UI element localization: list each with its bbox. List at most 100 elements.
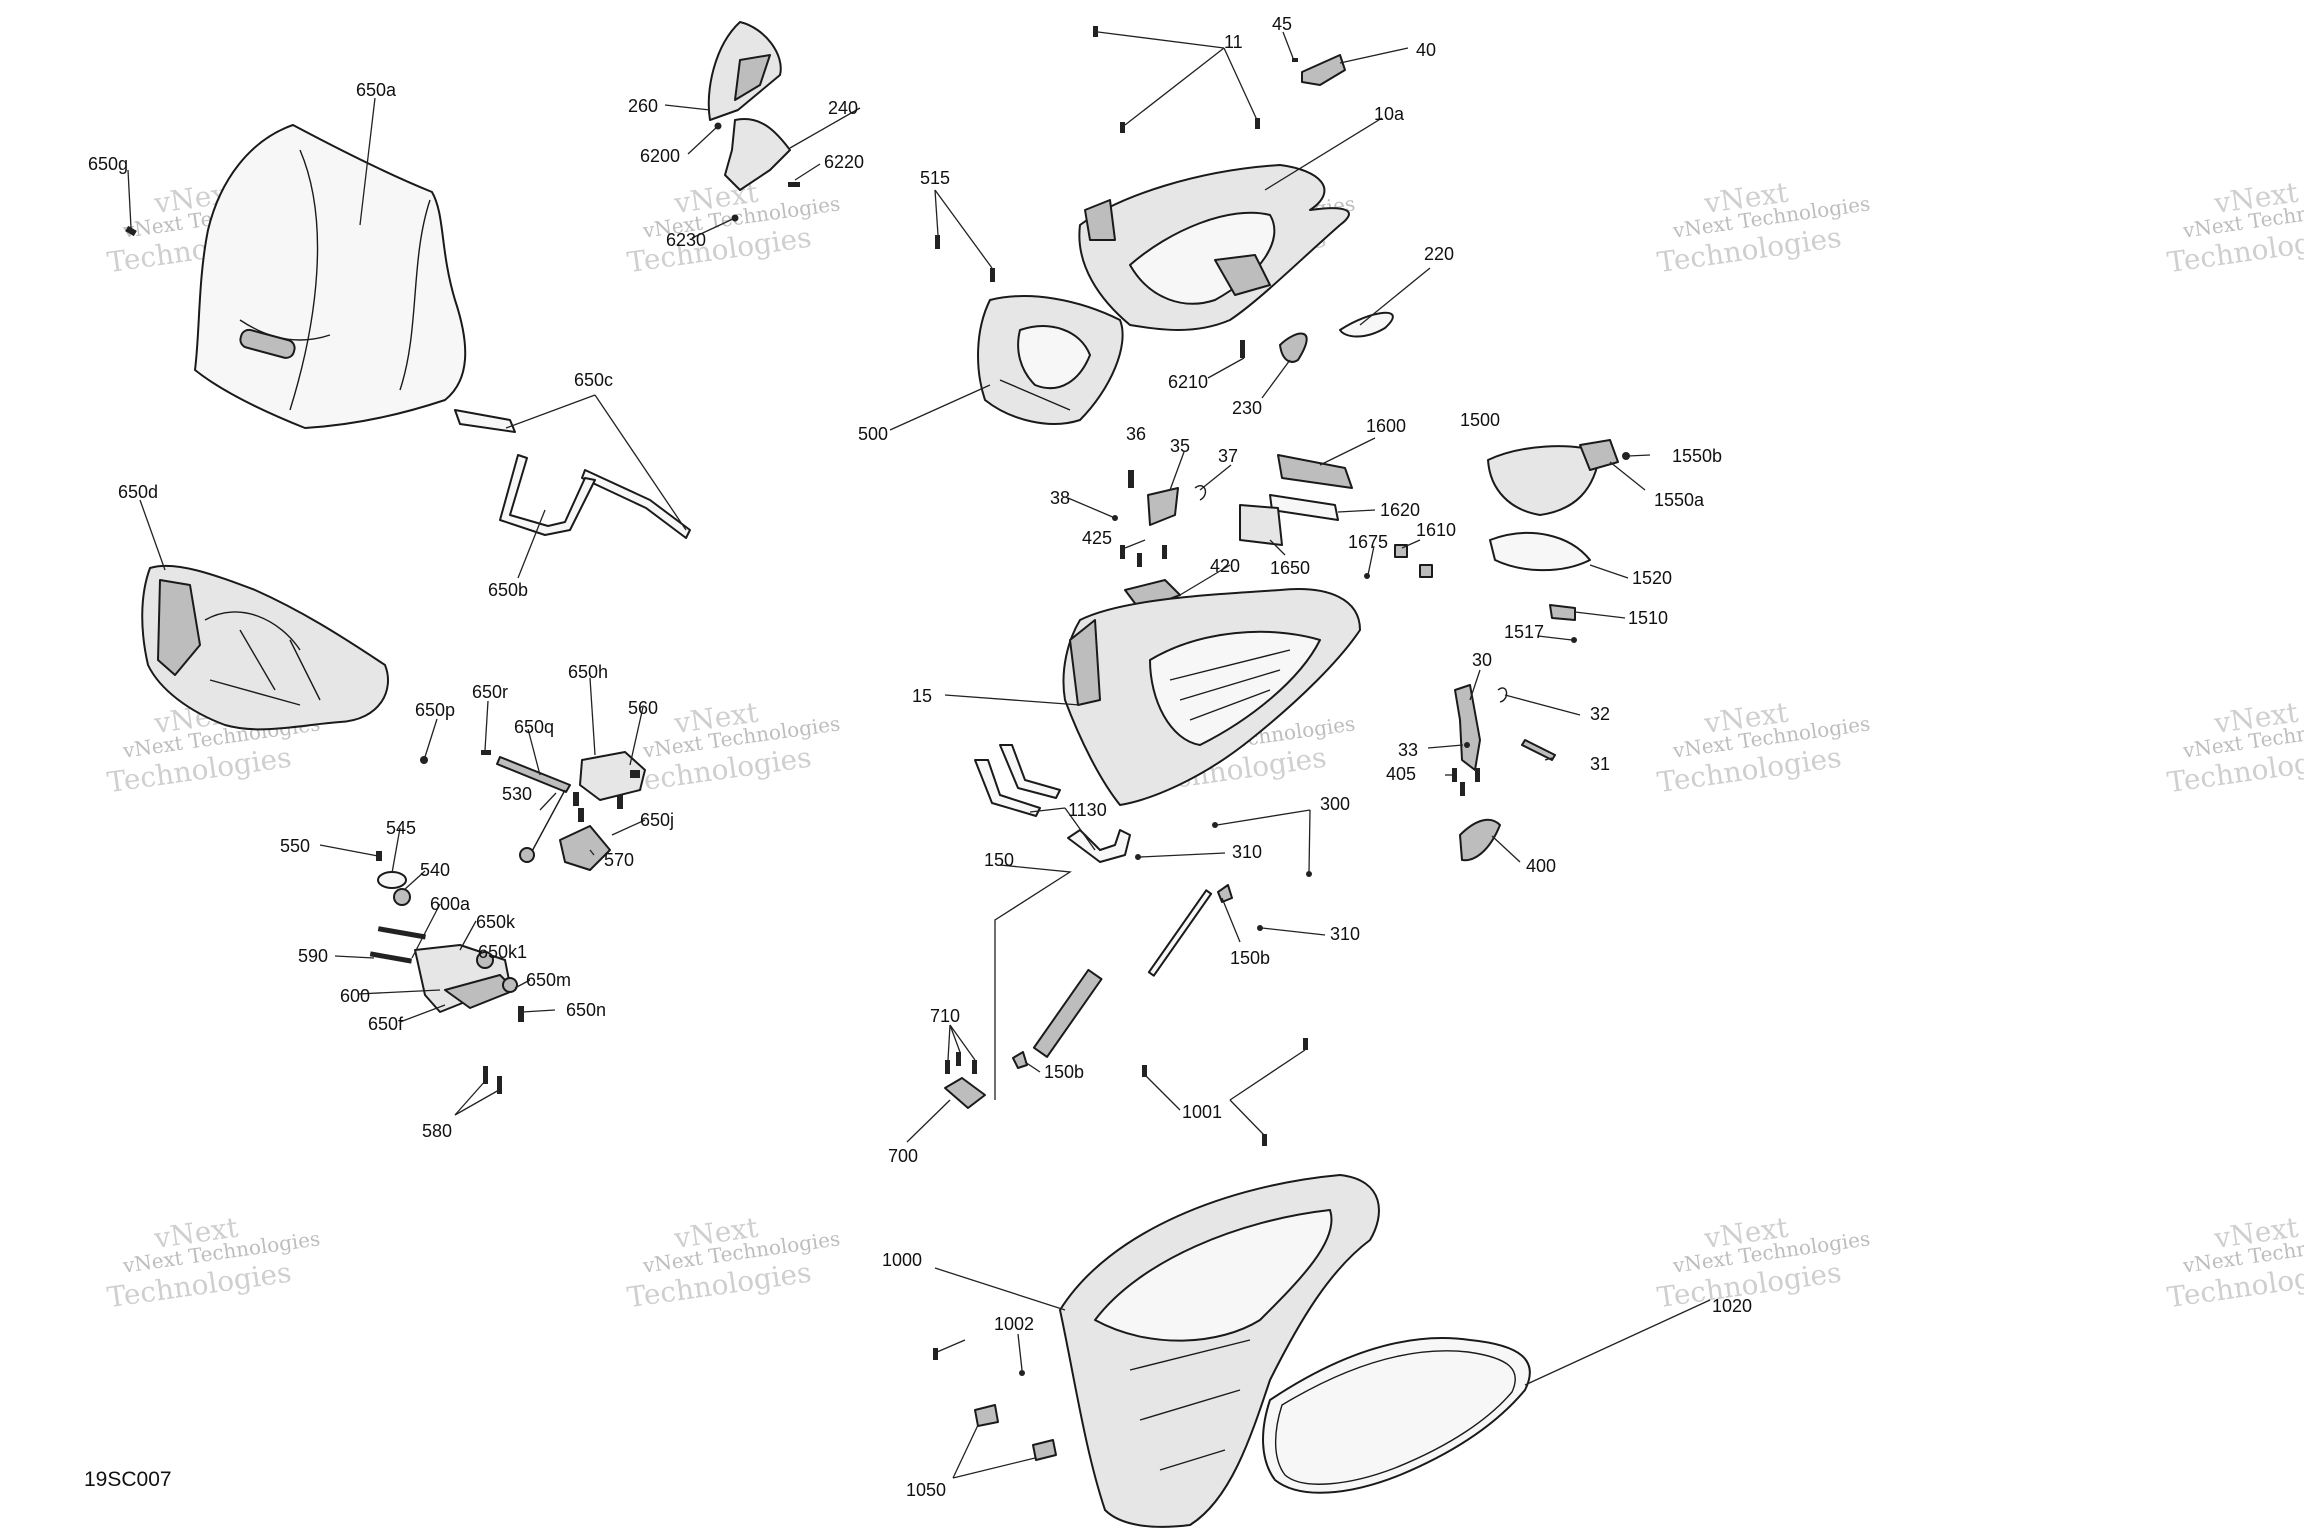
callout-310: 310	[1232, 842, 1262, 862]
part-1020-gasket	[1262, 1337, 1531, 1494]
callout-650f: 650f	[368, 1014, 404, 1034]
callout-11: 11	[1224, 32, 1243, 52]
callout-400: 400	[1526, 856, 1556, 876]
callout-650c: 650c	[574, 370, 613, 390]
callout-6200: 6200	[640, 146, 680, 166]
callout-220: 220	[1424, 244, 1454, 264]
callout-6220: 6220	[824, 152, 864, 172]
callout-37: 37	[1218, 446, 1238, 466]
callout-15: 15	[912, 686, 932, 706]
callout-1550b: 1550b	[1672, 446, 1722, 466]
part-1000-lower-tub	[1059, 1174, 1380, 1528]
callout-150b-lower: 150b	[1044, 1062, 1084, 1082]
callout-650k1: 650k1	[478, 942, 527, 962]
callout-31: 31	[1590, 754, 1610, 774]
part-515-screws	[935, 235, 995, 282]
part-500-storage	[977, 295, 1124, 425]
part-35-latch	[1112, 470, 1207, 611]
callout-650p: 650p	[415, 700, 455, 720]
callout-530: 530	[502, 784, 532, 804]
callout-650r: 650r	[472, 682, 508, 702]
callout-30: 30	[1472, 650, 1492, 670]
callout-260: 260	[628, 96, 658, 116]
part-310-rivets	[1135, 822, 1312, 931]
callout-710: 710	[930, 1006, 960, 1026]
part-600-hinge-mechanism	[369, 926, 524, 1094]
callout-650b: 650b	[488, 580, 528, 600]
part-650c-trim	[454, 409, 691, 539]
callout-1510: 1510	[1628, 608, 1668, 628]
part-260-mirror	[707, 21, 782, 121]
callout-1002: 1002	[994, 1314, 1034, 1334]
part-230-light	[1279, 332, 1308, 363]
callout-150b: 150b	[1230, 948, 1270, 968]
callout-405: 405	[1386, 764, 1416, 784]
part-700-bracket	[944, 1052, 986, 1109]
part-1520-trim	[1489, 532, 1591, 572]
callout-650q: 650q	[514, 717, 554, 737]
callout-labels: 650a 650g 650c 650b 650d 650p 650r 650q …	[88, 14, 1752, 1500]
callout-1675: 1675	[1348, 532, 1388, 552]
callout-650k: 650k	[476, 912, 516, 932]
callout-10a: 10a	[1374, 104, 1405, 124]
callout-1620: 1620	[1380, 500, 1420, 520]
part-150-shaft	[1012, 884, 1233, 1069]
part-240-bracket	[714, 118, 800, 222]
callout-650j: 650j	[640, 810, 674, 830]
part-1610-clips	[1364, 544, 1433, 579]
part-1500-hood	[1487, 439, 1630, 516]
callout-1600: 1600	[1366, 416, 1406, 436]
callout-1500: 1500	[1460, 410, 1500, 430]
callout-1517: 1517	[1504, 622, 1544, 642]
callout-45: 45	[1272, 14, 1292, 34]
part-15-frame	[1062, 588, 1361, 806]
callout-700: 700	[888, 1146, 918, 1166]
part-1650-panel	[1239, 504, 1283, 546]
callout-38: 38	[1050, 488, 1070, 508]
callout-1000: 1000	[882, 1250, 922, 1270]
callout-550: 550	[280, 836, 310, 856]
callout-1520: 1520	[1632, 568, 1672, 588]
callout-230: 230	[1232, 398, 1262, 418]
callout-600a: 600a	[430, 894, 471, 914]
diagram-code: 19SC007	[84, 1468, 172, 1491]
callout-1020: 1020	[1712, 1296, 1752, 1316]
callout-500: 500	[858, 424, 888, 444]
callout-150: 150	[984, 850, 1014, 870]
part-10a-upper-body	[1078, 164, 1350, 331]
part-30-latch	[1452, 684, 1556, 862]
part-11-screws	[1093, 26, 1260, 133]
callout-40: 40	[1416, 40, 1436, 60]
callout-1650: 1650	[1270, 558, 1310, 578]
callout-6210: 6210	[1168, 372, 1208, 392]
part-650a-windshield	[194, 124, 467, 429]
part-550-knob-stack	[376, 851, 411, 906]
part-1130-straps	[974, 744, 1131, 863]
callout-570: 570	[604, 850, 634, 870]
part-40-cover	[1292, 54, 1346, 86]
callout-545: 545	[386, 818, 416, 838]
callout-650d: 650d	[118, 482, 158, 502]
callout-650n: 650n	[566, 1000, 606, 1020]
part-220-lens	[1339, 311, 1394, 338]
callout-420: 420	[1210, 556, 1240, 576]
callout-650g: 650g	[88, 154, 128, 174]
callout-6230: 6230	[666, 230, 706, 250]
callout-580: 580	[422, 1121, 452, 1141]
part-650d-console	[141, 564, 389, 731]
callout-600: 600	[340, 986, 370, 1006]
part-650g-screw	[125, 225, 137, 237]
leader-lines	[127, 31, 1711, 1479]
callout-32: 32	[1590, 704, 1610, 724]
callout-1001: 1001	[1182, 1102, 1222, 1122]
callout-590: 590	[298, 946, 328, 966]
